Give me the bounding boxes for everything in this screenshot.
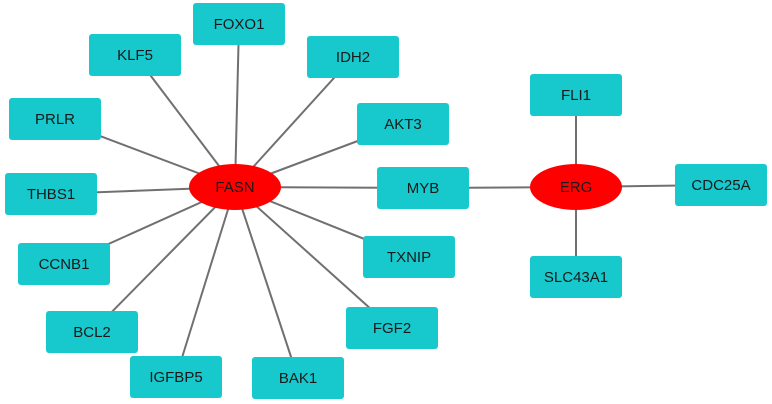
gene-box — [9, 98, 101, 140]
gene-box — [357, 103, 449, 145]
gene-node-thbs1: THBS1 — [5, 173, 97, 215]
hub-node-fasn: FASN — [189, 164, 281, 210]
gene-box — [307, 36, 399, 78]
gene-node-txnip: TXNIP — [363, 236, 455, 278]
gene-box — [130, 356, 222, 398]
edge-fasn-klf5 — [134, 54, 236, 188]
gene-node-idh2: IDH2 — [307, 36, 399, 78]
hub-ellipse — [530, 164, 622, 210]
gene-node-myb: MYB — [377, 167, 469, 209]
gene-label: KLF5 — [117, 47, 153, 64]
edge-fasn-bak1 — [234, 186, 299, 379]
edge-fasn-fgf2 — [234, 186, 393, 329]
edge-fasn-foxo1 — [234, 23, 240, 188]
edge-fasn-idh2 — [234, 56, 354, 188]
gene-label: THBS1 — [27, 186, 75, 203]
hub-label: FASN — [215, 179, 254, 196]
gene-node-akt3: AKT3 — [357, 103, 449, 145]
gene-node-bak1: BAK1 — [252, 357, 344, 399]
gene-label: BCL2 — [73, 324, 111, 341]
edge-fasn-bcl2 — [91, 186, 236, 333]
gene-node-klf5: KLF5 — [89, 34, 181, 76]
gene-node-ccnb1: CCNB1 — [18, 243, 110, 285]
gene-label: MYB — [407, 180, 440, 197]
gene-label: FOXO1 — [214, 16, 265, 33]
edge-fasn-igfbp5 — [175, 186, 236, 378]
gene-label: SLC43A1 — [544, 269, 608, 286]
gene-node-fli1: FLI1 — [530, 74, 622, 116]
gene-box — [530, 256, 622, 298]
gene-label: BAK1 — [279, 370, 317, 387]
gene-node-fgf2: FGF2 — [346, 307, 438, 349]
gene-node-bcl2: BCL2 — [46, 311, 138, 353]
gene-label: FGF2 — [373, 320, 411, 337]
gene-box — [530, 74, 622, 116]
gene-label: FLI1 — [561, 87, 591, 104]
gene-label: CCNB1 — [39, 256, 90, 273]
gene-node-prlr: PRLR — [9, 98, 101, 140]
gene-box — [5, 173, 97, 215]
gene-box — [346, 307, 438, 349]
gene-node-slc43a1: SLC43A1 — [530, 256, 622, 298]
gene-box — [252, 357, 344, 399]
gene-label: PRLR — [35, 111, 75, 128]
hub-node-erg: ERG — [530, 164, 622, 210]
gene-box — [89, 34, 181, 76]
gene-label: TXNIP — [387, 249, 431, 266]
hub-label: ERG — [560, 179, 593, 196]
gene-node-foxo1: FOXO1 — [193, 3, 285, 45]
gene-label: AKT3 — [384, 116, 422, 133]
gene-label: IGFBP5 — [149, 369, 202, 386]
hub-ellipse — [189, 164, 281, 210]
gene-label: IDH2 — [336, 49, 370, 66]
gene-node-cdc25a: CDC25A — [675, 164, 767, 206]
gene-box — [18, 243, 110, 285]
gene-box — [675, 164, 767, 206]
gene-box — [46, 311, 138, 353]
gene-label: CDC25A — [691, 177, 750, 194]
gene-box — [363, 236, 455, 278]
gene-box — [193, 3, 285, 45]
gene-box — [377, 167, 469, 209]
gene-node-igfbp5: IGFBP5 — [130, 356, 222, 398]
